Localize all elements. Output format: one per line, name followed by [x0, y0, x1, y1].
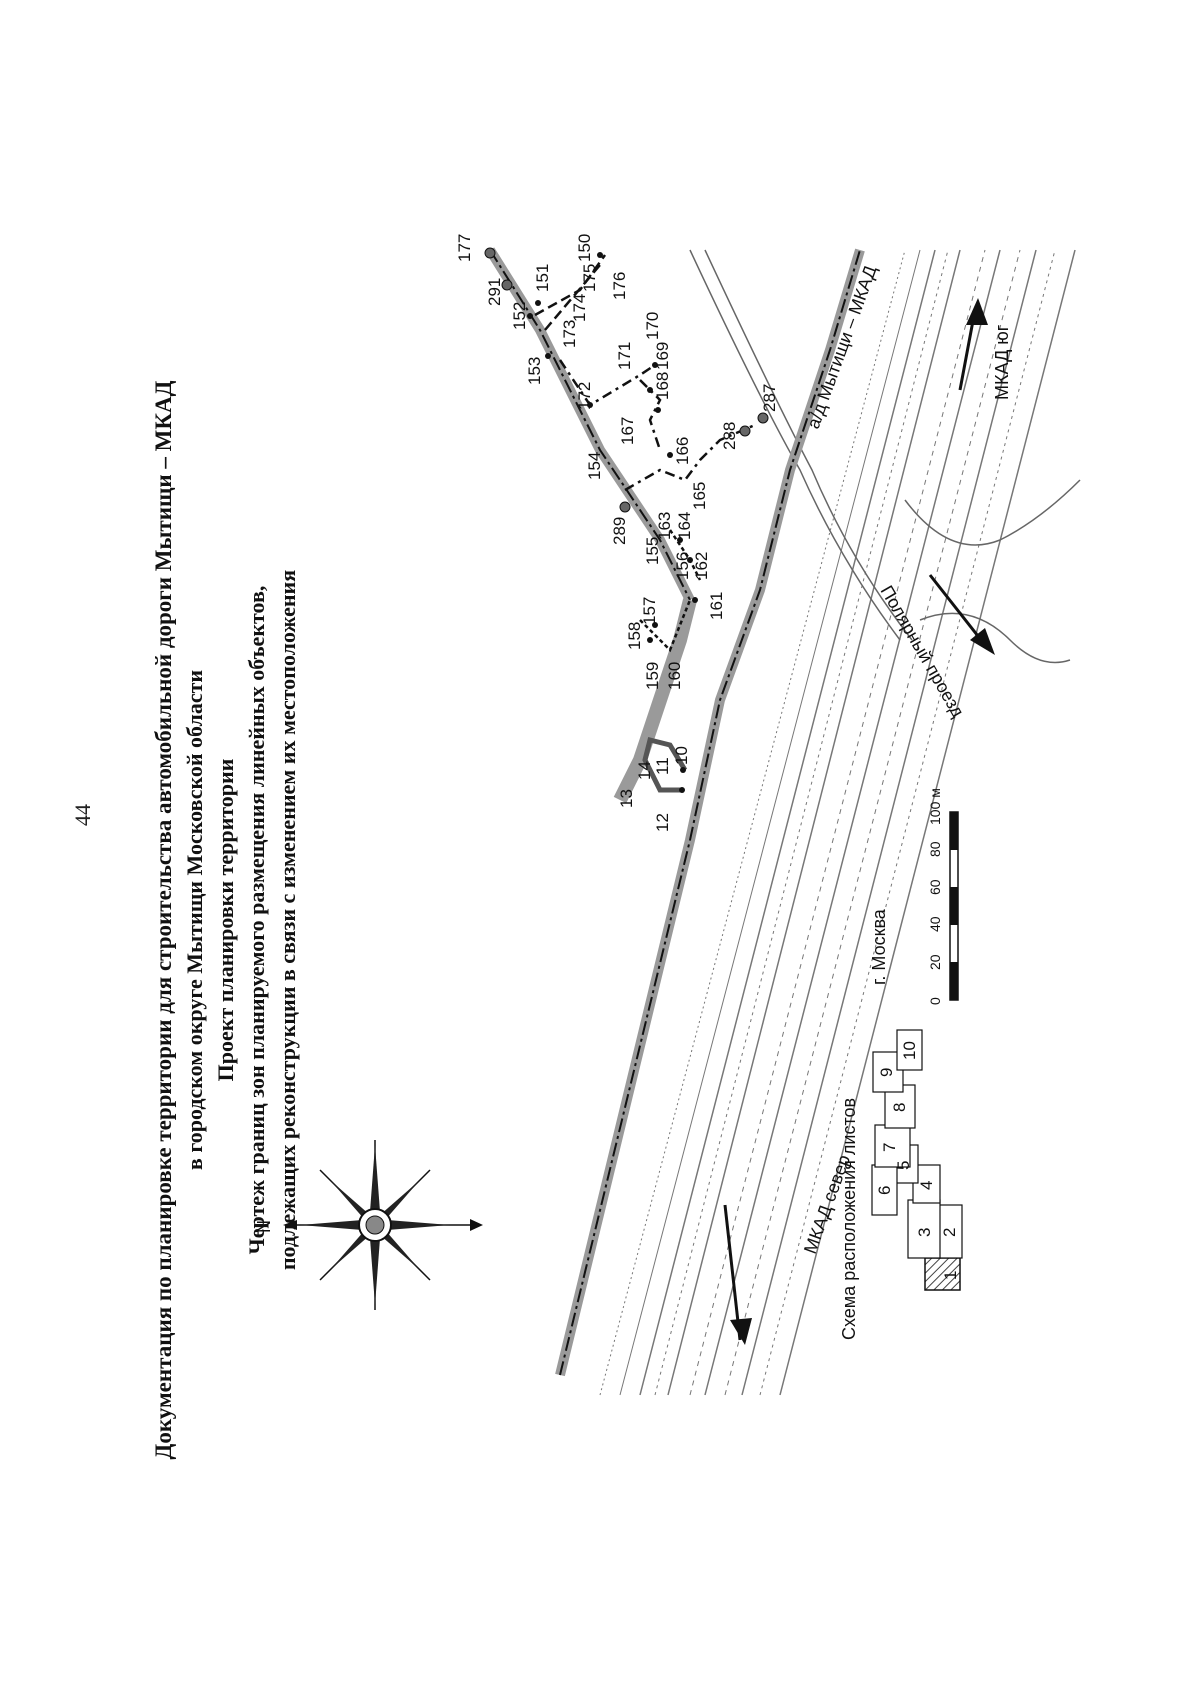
sheet-1-current: [924, 1257, 961, 1291]
moscow-label: г. Москва: [869, 908, 889, 985]
scale-bar: 0 20 40 60 80 100 м: [927, 788, 959, 1005]
mkad-north-arrow: [723, 1204, 742, 1341]
point-label: 165: [690, 482, 709, 510]
sheet-number: 9: [877, 1068, 896, 1077]
sheet-layout-title: Схема расположения листов: [839, 1098, 859, 1340]
point-label: 153: [525, 357, 544, 385]
junction-points: [484, 247, 769, 513]
point-label: 167: [618, 417, 637, 445]
point-label: 159: [643, 662, 662, 690]
point-label: 291: [485, 278, 504, 306]
point-label: 287: [760, 384, 779, 412]
point-label: 171: [615, 342, 634, 370]
point-label: 176: [610, 272, 629, 300]
point-label: 161: [707, 592, 726, 620]
point-label: 173: [560, 320, 579, 348]
sheet-layout: Схема расположения листов 1 2 3 4 5 6 7 …: [839, 1029, 963, 1340]
sheet-number: 3: [915, 1228, 934, 1237]
sheet-number: 6: [875, 1186, 894, 1195]
point-label: 13: [617, 789, 636, 808]
polyarny-label: Полярный проезд: [877, 582, 969, 721]
sheet-number: 8: [890, 1103, 909, 1112]
polyarny-arrowhead-icon: [970, 628, 995, 655]
scale-tick-label: 60: [927, 879, 943, 895]
point-label: 152: [510, 302, 529, 330]
point-label: 169: [653, 342, 672, 370]
sheet-number: 4: [917, 1181, 936, 1190]
scale-tick-label: 20: [927, 954, 943, 970]
point-label: 157: [640, 597, 659, 625]
scale-tick-label: 0: [927, 997, 943, 1005]
point-label: 158: [625, 622, 644, 650]
point-label: 154: [585, 452, 604, 480]
sheet-number: 1: [941, 1271, 960, 1280]
point-label: 14: [635, 761, 654, 780]
point-label: 162: [692, 552, 711, 580]
sheet-number: 5: [894, 1161, 913, 1170]
point-label: 175: [580, 264, 599, 292]
polyarny-arrow: [928, 574, 987, 646]
scale-tick-label: 100 м: [927, 788, 943, 825]
point-label: 168: [653, 372, 672, 400]
road-labels: МКАД север МКАД юг Полярный проезд а/д М…: [723, 263, 1012, 1345]
road-corridor: [485, 247, 865, 1377]
point-label: 174: [570, 294, 589, 322]
boundary-loop-10-14: [642, 736, 688, 793]
mkad-highway: [599, 249, 1076, 1396]
compass-south-arrow-icon: [470, 1219, 483, 1231]
point-label: 10: [672, 746, 691, 765]
scale-tick-label: 80: [927, 841, 943, 857]
point-label: 11: [653, 757, 672, 775]
sheet-number: 7: [880, 1143, 899, 1152]
compass-north-arrow-icon: [283, 1220, 297, 1230]
compass-north-label: N: [254, 1220, 274, 1233]
point-label: 166: [673, 437, 692, 465]
point-label: 163: [655, 512, 674, 540]
point-label: 150: [575, 234, 594, 262]
point-label: 177: [455, 234, 474, 262]
compass-rose: N: [254, 1140, 483, 1310]
point-label: 156: [673, 552, 692, 580]
mkad-south-arrowhead-icon: [966, 298, 988, 325]
mytishchi-mkad-label: а/д Мытищи – МКАД: [803, 263, 881, 431]
point-label: 170: [643, 312, 662, 340]
mkad-north-arrowhead-icon: [730, 1318, 752, 1345]
point-label: 151: [533, 264, 552, 292]
sheet-number: 2: [940, 1228, 959, 1237]
point-label: 12: [653, 813, 672, 832]
scale-tick-label: 40: [927, 916, 943, 932]
sheet-number: 10: [900, 1041, 919, 1060]
point-labels: 177 291 152 151 153 150 173 174 175 176 …: [455, 234, 779, 832]
point-label: 172: [575, 382, 594, 410]
point-label: 288: [720, 422, 739, 450]
ramps: [689, 249, 1081, 664]
point-label: 160: [665, 662, 684, 690]
mkad-south-label: МКАД юг: [992, 324, 1012, 400]
point-label: 289: [610, 517, 629, 545]
point-label: 155: [643, 537, 662, 565]
point-label: 164: [675, 512, 694, 540]
vertex-dots: [527, 252, 698, 793]
